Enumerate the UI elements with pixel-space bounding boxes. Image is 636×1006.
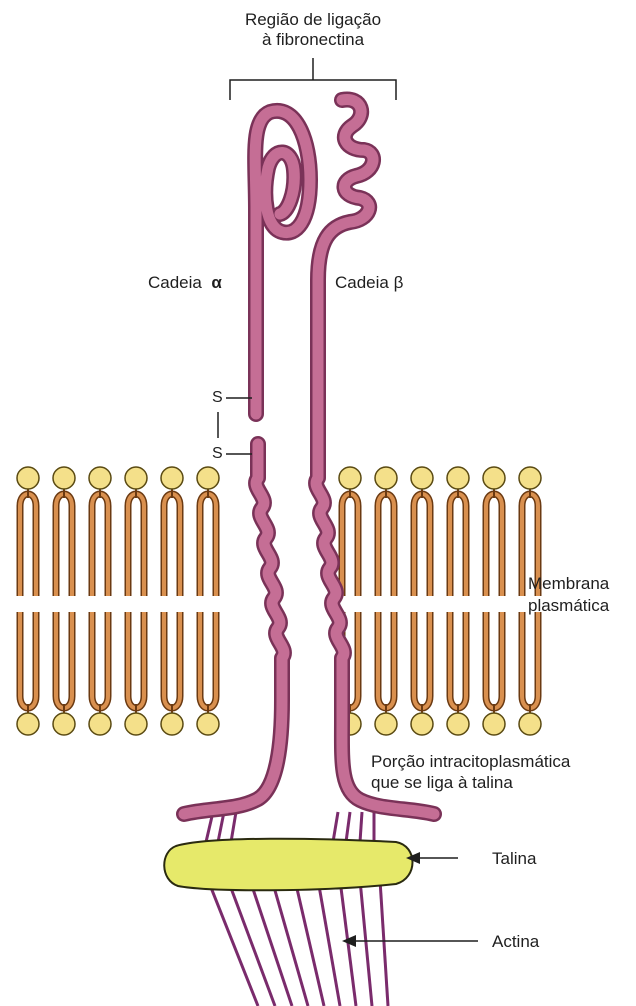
lipid-column bbox=[411, 467, 433, 735]
s-bottom-label: S bbox=[212, 444, 223, 464]
lipid-tail-lower bbox=[414, 612, 430, 708]
lipid-column bbox=[447, 467, 469, 735]
lipid-tail-lower bbox=[56, 612, 72, 708]
chain-talin-links bbox=[206, 812, 374, 842]
lipid-tail-upper bbox=[378, 494, 394, 596]
actin-filament bbox=[380, 880, 388, 1006]
lipid-head bbox=[519, 467, 541, 489]
lipid-tail-upper bbox=[450, 494, 466, 596]
lipid-head bbox=[125, 467, 147, 489]
membrane-label-line1: Membrana bbox=[528, 574, 609, 594]
binding-region-label-line1: Região de ligação bbox=[228, 10, 398, 30]
lipid-head bbox=[483, 713, 505, 735]
talin-label: Talina bbox=[492, 849, 536, 869]
lipid-tail-upper bbox=[56, 494, 72, 596]
lipid-column bbox=[483, 467, 505, 735]
talin-shape bbox=[164, 839, 412, 891]
lipid-tail-upper bbox=[200, 494, 216, 596]
lipid-head bbox=[375, 713, 397, 735]
lipid-tail-lower bbox=[522, 612, 538, 708]
lipid-column bbox=[125, 467, 147, 735]
lipid-tail-lower bbox=[92, 612, 108, 708]
lipid-tail-upper bbox=[342, 494, 358, 596]
lipid-column bbox=[375, 467, 397, 735]
talin-arrow bbox=[406, 852, 458, 864]
lipid-head bbox=[89, 713, 111, 735]
lipid-tail-lower bbox=[20, 612, 36, 708]
lipid-tail-lower bbox=[128, 612, 144, 708]
lipid-column bbox=[197, 467, 219, 735]
actin-arrow bbox=[342, 935, 478, 947]
lipid-tail-upper bbox=[20, 494, 36, 596]
lipid-head bbox=[53, 467, 75, 489]
s-top-label: S bbox=[212, 388, 223, 408]
lipid-head bbox=[53, 713, 75, 735]
binding-region-bracket bbox=[230, 58, 396, 100]
lipid-tail-lower bbox=[164, 612, 180, 708]
lipid-tail-upper bbox=[128, 494, 144, 596]
lipid-column bbox=[53, 467, 75, 735]
disulfide-markers bbox=[218, 398, 252, 454]
intracyto-label-line2: que se liga à talina bbox=[371, 773, 513, 793]
lipid-head bbox=[483, 467, 505, 489]
membrane-left bbox=[17, 467, 219, 735]
actin-filament bbox=[250, 880, 292, 1006]
lipid-head bbox=[197, 467, 219, 489]
chain-alpha-label: Cadeia α bbox=[148, 273, 222, 293]
chain-alpha-label-text: Cadeia bbox=[148, 273, 202, 292]
intracyto-label-line1: Porção intracitoplasmática bbox=[371, 752, 570, 772]
lipid-head bbox=[161, 467, 183, 489]
actin-filament bbox=[318, 880, 340, 1006]
lipid-head bbox=[339, 467, 361, 489]
chain-beta-label: Cadeia β bbox=[335, 273, 403, 293]
actin-label: Actina bbox=[492, 932, 539, 952]
membrane-label-line2: plasmática bbox=[528, 596, 609, 616]
lipid-head bbox=[519, 713, 541, 735]
binding-region-label-line2: à fibronectina bbox=[228, 30, 398, 50]
lipid-tail-lower bbox=[486, 612, 502, 708]
lipid-head bbox=[447, 467, 469, 489]
lipid-head bbox=[411, 713, 433, 735]
lipid-head bbox=[411, 467, 433, 489]
lipid-tail-lower bbox=[378, 612, 394, 708]
lipid-head bbox=[447, 713, 469, 735]
lipid-tail-upper bbox=[486, 494, 502, 596]
lipid-column bbox=[161, 467, 183, 735]
membrane-right bbox=[339, 467, 541, 735]
alpha-symbol: α bbox=[207, 273, 222, 292]
lipid-head bbox=[89, 467, 111, 489]
lipid-tail-upper bbox=[92, 494, 108, 596]
lipid-tail-lower bbox=[450, 612, 466, 708]
lipid-head bbox=[17, 713, 39, 735]
lipid-tail-upper bbox=[164, 494, 180, 596]
lipid-head bbox=[161, 713, 183, 735]
lipid-head bbox=[375, 467, 397, 489]
lipid-column bbox=[17, 467, 39, 735]
lipid-head bbox=[17, 467, 39, 489]
lipid-tail-lower bbox=[200, 612, 216, 708]
lipid-head bbox=[197, 713, 219, 735]
lipid-head bbox=[125, 713, 147, 735]
actin-filaments bbox=[208, 880, 388, 1006]
actin-filament bbox=[272, 880, 308, 1006]
lipid-column bbox=[89, 467, 111, 735]
lipid-tail-upper bbox=[414, 494, 430, 596]
actin-filament bbox=[295, 880, 324, 1006]
actin-filament bbox=[360, 880, 372, 1006]
